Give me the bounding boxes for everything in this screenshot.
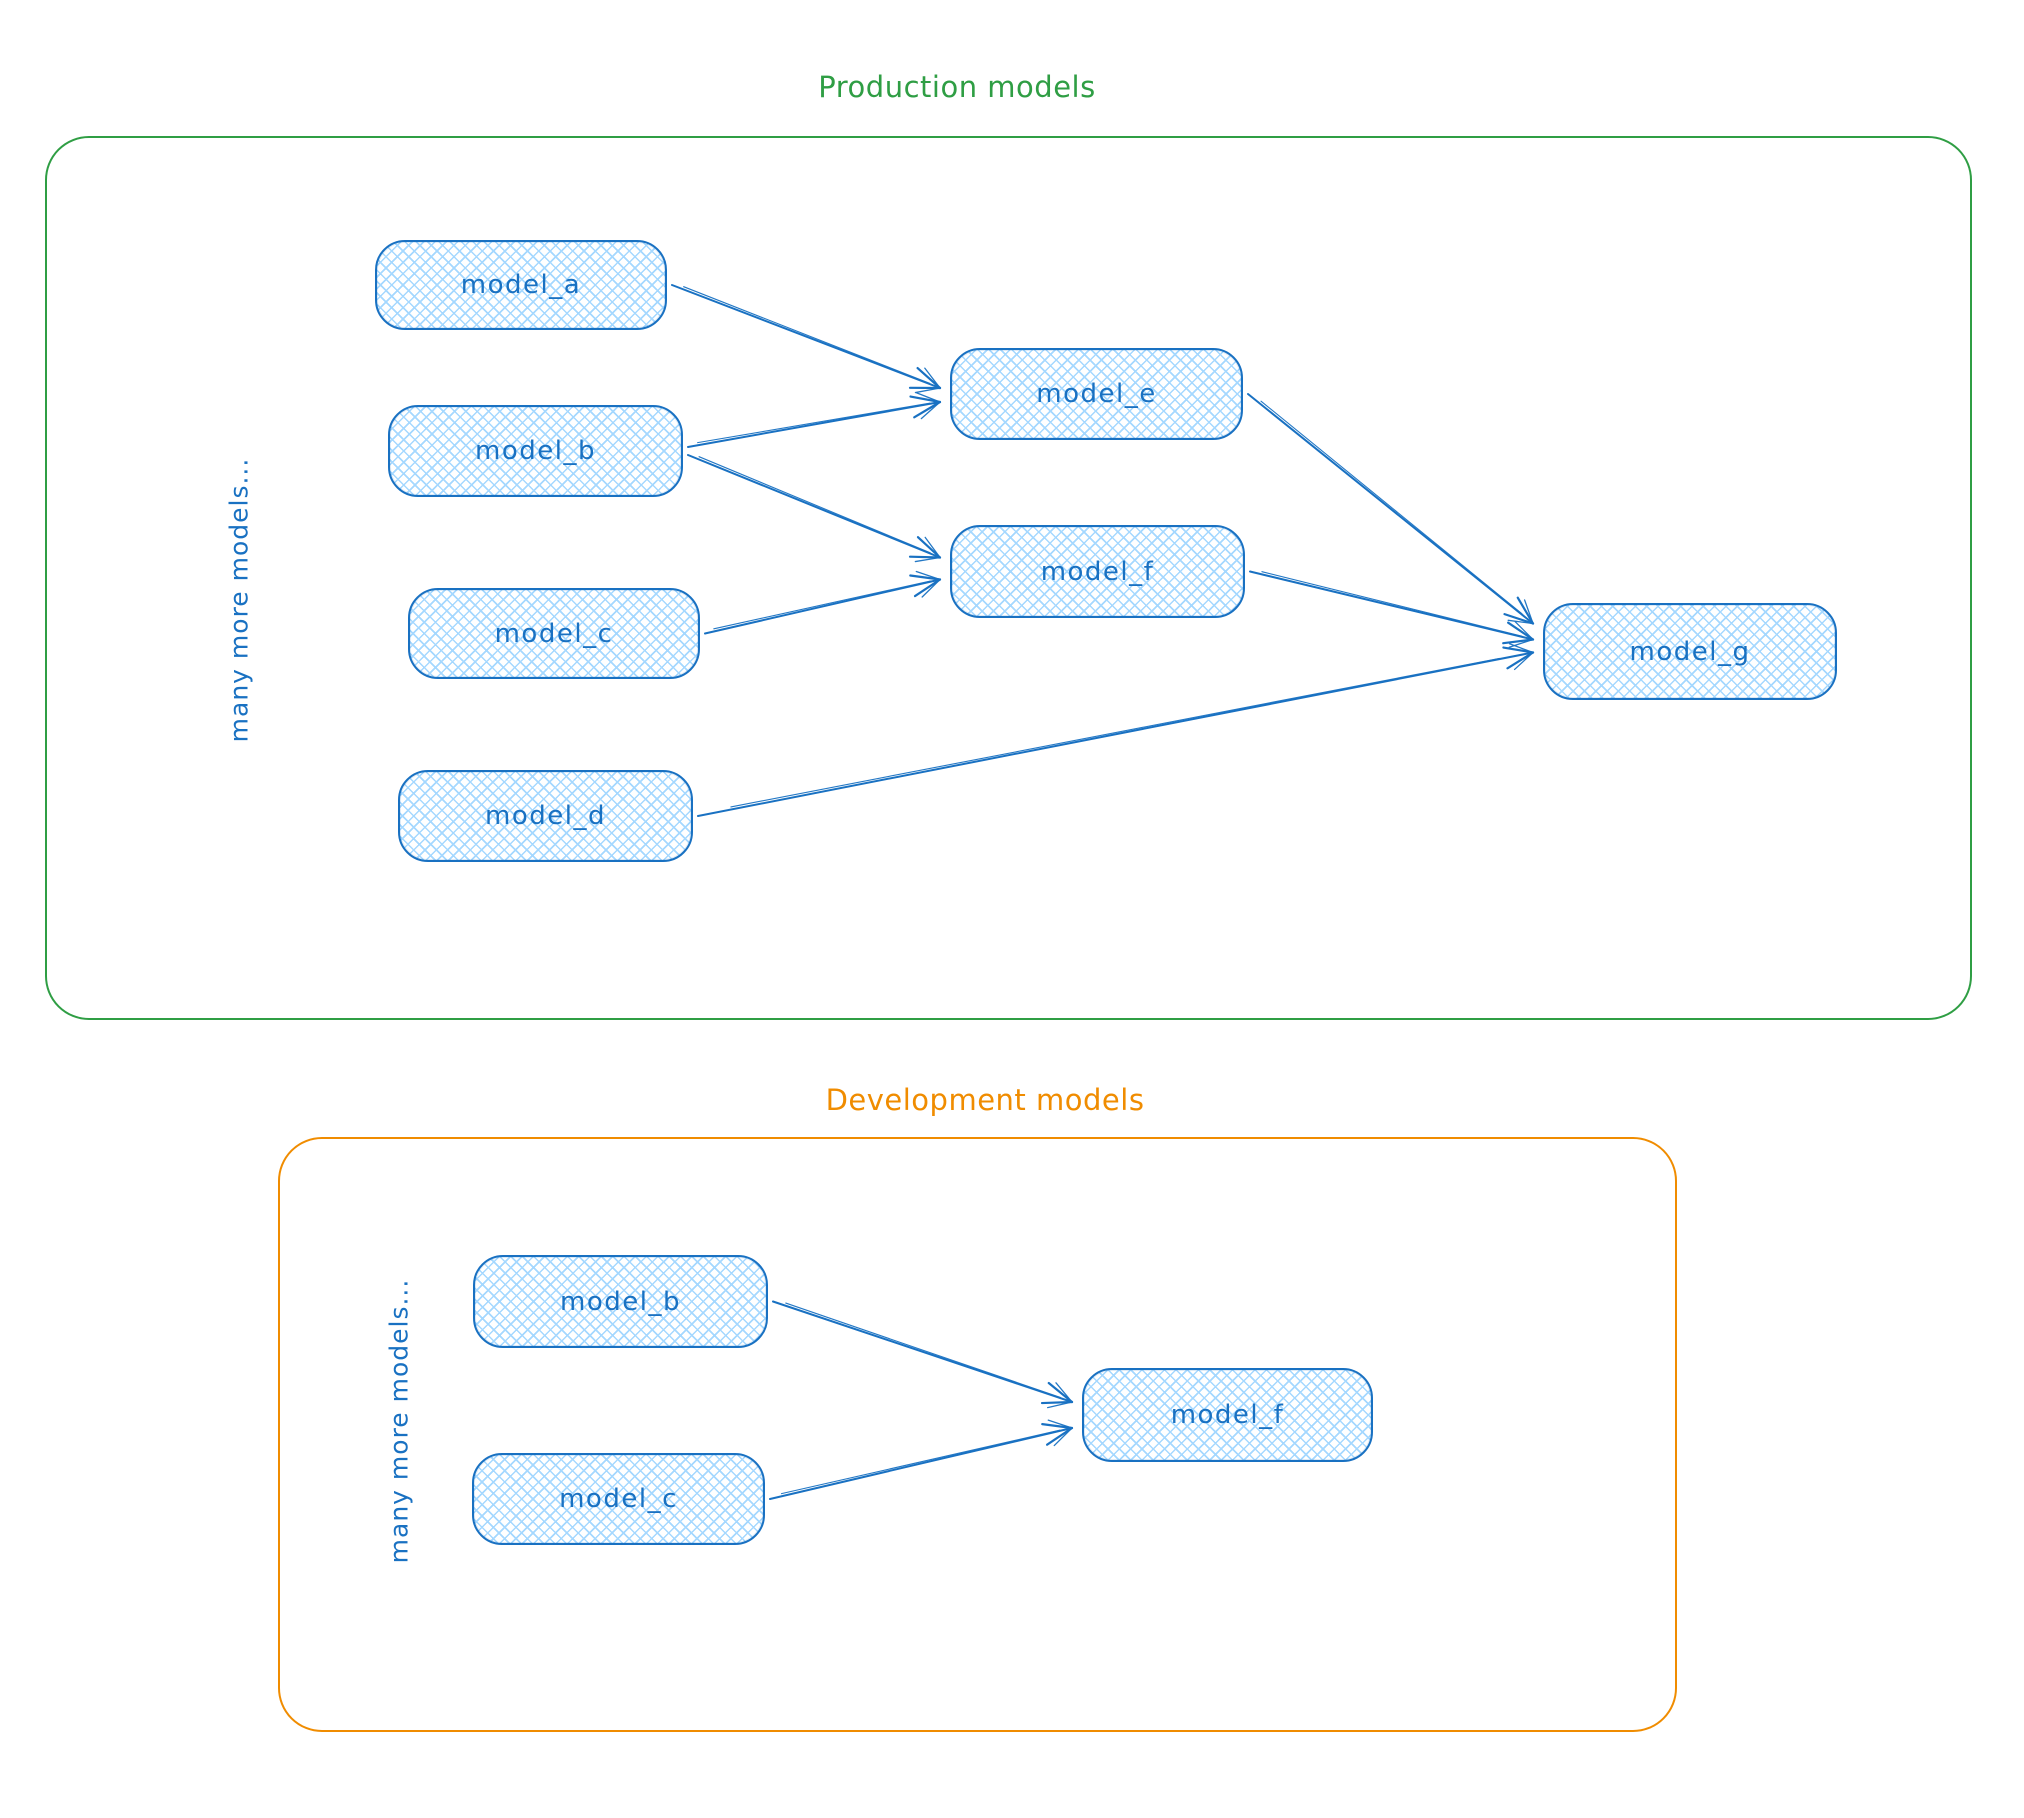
node-production-model-a[interactable]: model_a	[375, 240, 667, 330]
production-side-label: many more models...	[224, 457, 254, 743]
development-side-label: many more models...	[384, 1278, 414, 1564]
development-section-title: Development models	[825, 1083, 1145, 1117]
node-development-model-c[interactable]: model_c	[472, 1453, 765, 1545]
production-section-title: Production models	[818, 70, 1096, 104]
development-frame[interactable]	[278, 1137, 1677, 1732]
node-label-dev-model-c: model_c	[559, 1484, 678, 1514]
node-development-model-f[interactable]: model_f	[1082, 1368, 1373, 1462]
node-production-model-d[interactable]: model_d	[398, 770, 693, 862]
node-label-model-e: model_e	[1036, 379, 1157, 409]
node-label-model-b: model_b	[475, 436, 596, 466]
node-development-model-b[interactable]: model_b	[473, 1255, 768, 1348]
node-label-model-g: model_g	[1629, 636, 1751, 667]
node-production-model-f[interactable]: model_f	[950, 525, 1245, 618]
node-label-dev-model-f: model_f	[1170, 1400, 1285, 1430]
node-label-model-a: model_a	[460, 270, 582, 300]
node-label-model-c: model_c	[494, 618, 614, 649]
node-production-model-e[interactable]: model_e	[950, 348, 1243, 440]
node-label-dev-model-b: model_b	[560, 1286, 681, 1317]
node-production-model-g[interactable]: model_g	[1543, 603, 1837, 700]
node-production-model-c[interactable]: model_c	[408, 588, 700, 679]
production-frame[interactable]	[45, 136, 1972, 1020]
node-label-model-d: model_d	[485, 801, 606, 831]
node-label-model-f: model_f	[1040, 556, 1155, 587]
node-production-model-b[interactable]: model_b	[388, 405, 683, 497]
